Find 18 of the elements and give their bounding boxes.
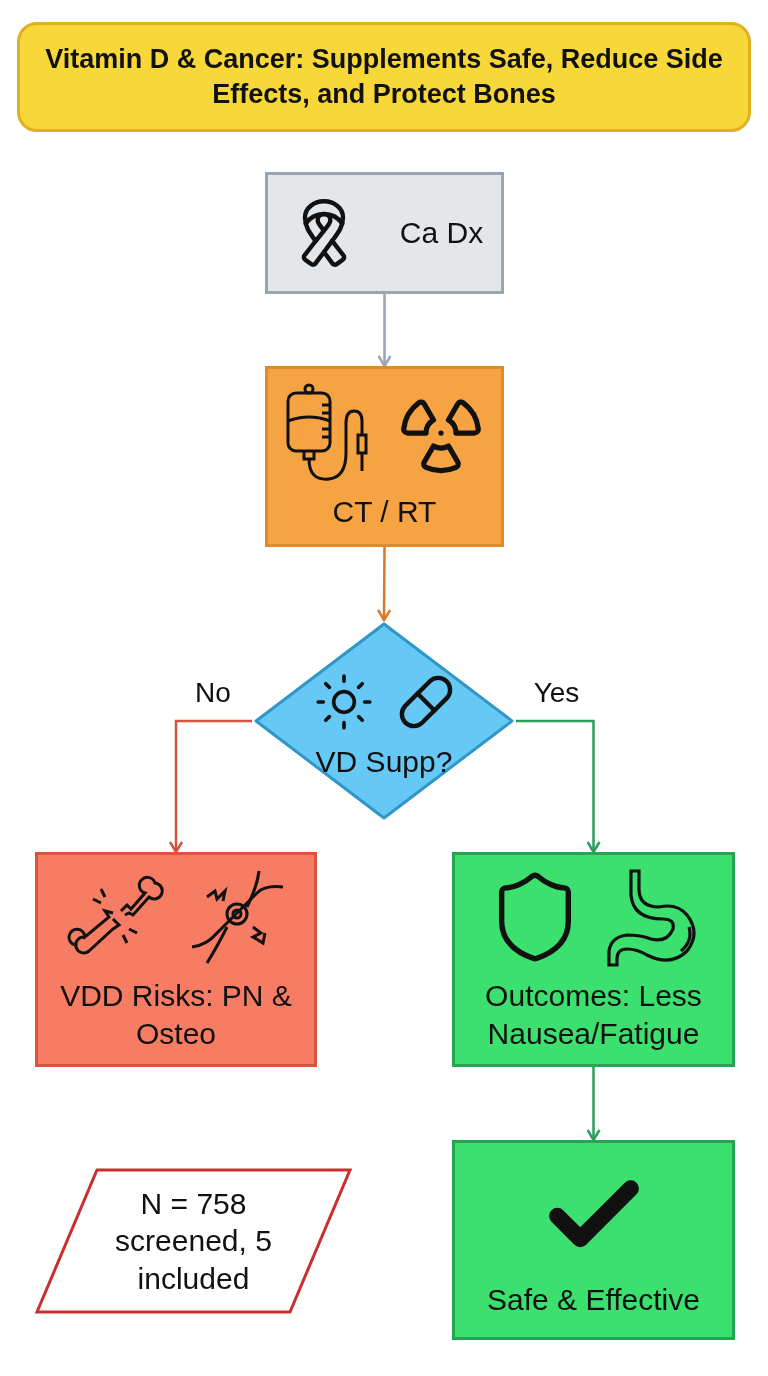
- process-box: [265, 366, 504, 547]
- arrow: [516, 719, 601, 854]
- arrow: [376, 547, 392, 622]
- node-label: N = 758 screened, 5 included: [115, 1185, 272, 1297]
- node-label: CT / RT: [332, 493, 437, 530]
- node-label: Safe & Effective: [487, 1282, 700, 1319]
- process-box: [265, 172, 504, 294]
- arrow: [377, 294, 392, 368]
- node-label: VD Supp?: [315, 744, 453, 781]
- arrow: [168, 719, 252, 854]
- outcome-box: [452, 1140, 735, 1340]
- outcome-box: [35, 852, 317, 1067]
- node-label: VDD Risks: PN & Osteo: [59, 978, 293, 1052]
- title-banner: Vitamin D & Cancer: Supplements Safe, Reduce Side Effects, and Protect Bones: [17, 22, 751, 132]
- arrow: [586, 1067, 601, 1142]
- node-label: Outcomes: Less Nausea/Fatigue: [484, 978, 703, 1052]
- outcome-box: [452, 852, 735, 1067]
- node-label: Ca Dx: [399, 215, 484, 252]
